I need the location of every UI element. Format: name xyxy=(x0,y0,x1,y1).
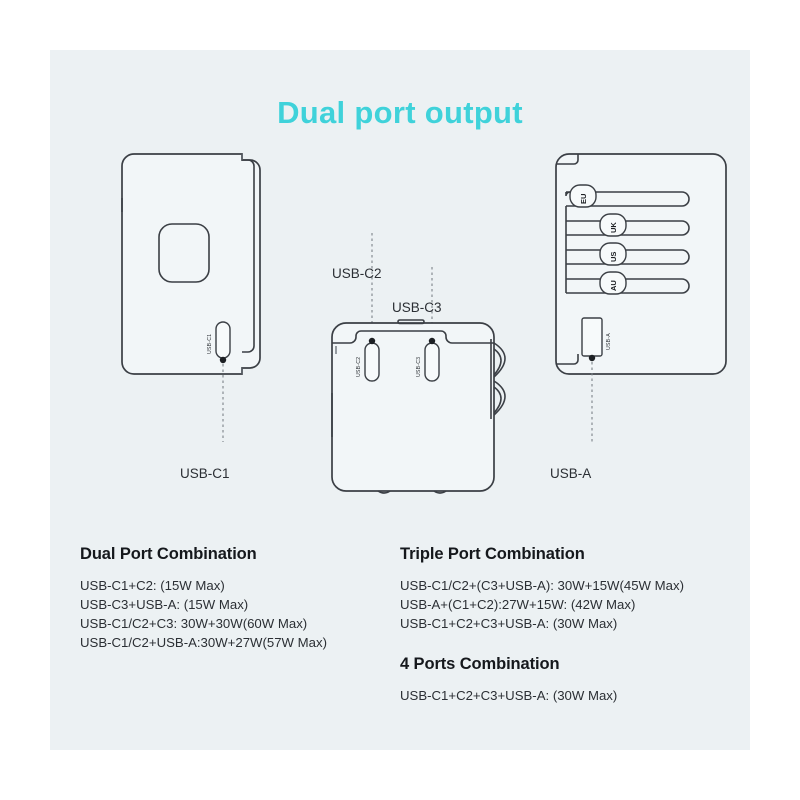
leader-dot-usb-c3 xyxy=(428,337,436,345)
device-right-svg: EU UK US AU USB-A xyxy=(555,153,727,442)
slider-knob-us xyxy=(599,242,627,266)
leader-dot-usb-c2 xyxy=(368,337,376,345)
spec-heading-four: 4 Ports Combination xyxy=(400,655,560,673)
spec-line-dual-4: USB-C1/C2+USB-A:30W+27W(57W Max) xyxy=(80,635,327,650)
slider-knob-uk xyxy=(599,213,627,237)
spec-line-dual-1: USB-C1+C2: (15W Max) xyxy=(80,578,225,593)
device-middle-prong-upper-inner xyxy=(493,348,502,376)
device-middle-prong-lower-inner xyxy=(493,386,502,414)
device-middle-body xyxy=(331,322,495,492)
port-usb-c2-micro-label: USB-C2 xyxy=(356,357,362,377)
slider-label-au: AU xyxy=(609,280,618,291)
spec-line-four-1: USB-C1+C2+C3+USB-A: (30W Max) xyxy=(400,688,618,703)
page-title: Dual port output xyxy=(277,95,523,130)
device-middle-prong-upper xyxy=(493,342,506,378)
callout-usb-c2: USB-C2 xyxy=(332,266,382,281)
slider-label-us: US xyxy=(609,252,618,262)
callout-usb-a: USB-A xyxy=(550,466,592,481)
device-middle-top-lip xyxy=(332,330,494,344)
slider-label-eu: EU xyxy=(579,194,588,204)
port-usb-c2 xyxy=(364,342,380,382)
spec-line-dual-2: USB-C3+USB-A: (15W Max) xyxy=(80,597,249,612)
spec-heading-dual: Dual Port Combination xyxy=(80,545,257,563)
slider-knob-eu xyxy=(569,184,597,208)
device-middle-prong-lower xyxy=(493,380,506,416)
callout-usb-c1: USB-C1 xyxy=(180,466,230,481)
spec-line-dual-3: USB-C1/C2+C3: 30W+30W(60W Max) xyxy=(80,616,308,631)
port-usb-c3-micro-label: USB-C3 xyxy=(416,357,422,377)
spec-column-triple: Triple Port Combination USB-C1/C2+(C3+US… xyxy=(400,545,740,705)
port-usb-c3 xyxy=(424,342,440,382)
device-left-svg: USB-C1 xyxy=(121,153,261,442)
spec-line-triple-3: USB-C1+C2+C3+USB-A: (30W Max) xyxy=(400,616,618,631)
spec-column-dual: Dual Port Combination USB-C1+C2: (15W Ma… xyxy=(80,545,410,652)
device-right-side-seam xyxy=(556,154,579,365)
port-usb-c1 xyxy=(215,321,231,359)
slider-track-us xyxy=(566,249,690,265)
device-middle-svg: USB-C2 USB-C3 xyxy=(331,233,506,494)
port-usb-a xyxy=(581,317,603,357)
spec-line-triple-1: USB-C1/C2+(C3+USB-A): 30W+15W(45W Max) xyxy=(400,578,684,593)
port-usb-c1-micro-label: USB-C1 xyxy=(207,334,213,354)
device-left-side-view: USB-C1 USB-C1 xyxy=(78,146,278,481)
device-middle-top-slot xyxy=(397,319,425,325)
device-left-logo-plate xyxy=(158,223,210,283)
content-panel: Dual port output USB-C1 USB-C1 xyxy=(50,50,750,750)
spec-line-triple-2: USB-A+(C1+C2):27W+15W: (42W Max) xyxy=(400,597,636,612)
device-left-slider-seam xyxy=(242,159,255,353)
leader-dot-usb-c1 xyxy=(219,356,227,364)
device-middle-foot-left xyxy=(377,490,391,494)
port-usb-a-micro-label: USB-A xyxy=(606,333,612,350)
device-right-front-view: EU UK US AU USB-A xyxy=(538,146,738,481)
slider-track-au xyxy=(566,278,690,294)
slider-label-uk: UK xyxy=(609,222,618,233)
callout-usb-c3: USB-C3 xyxy=(392,300,442,315)
spec-heading-triple: Triple Port Combination xyxy=(400,545,585,563)
device-middle-foot-right xyxy=(433,490,447,494)
device-left-body xyxy=(121,153,261,375)
leader-dot-usb-a xyxy=(588,354,596,362)
device-middle-top-view: USB-C2 USB-C3 USB-C2 USB-C3 xyxy=(310,215,530,520)
slider-track-uk xyxy=(566,220,690,236)
slider-knob-au xyxy=(599,271,627,295)
slider-track-eu xyxy=(566,191,690,207)
